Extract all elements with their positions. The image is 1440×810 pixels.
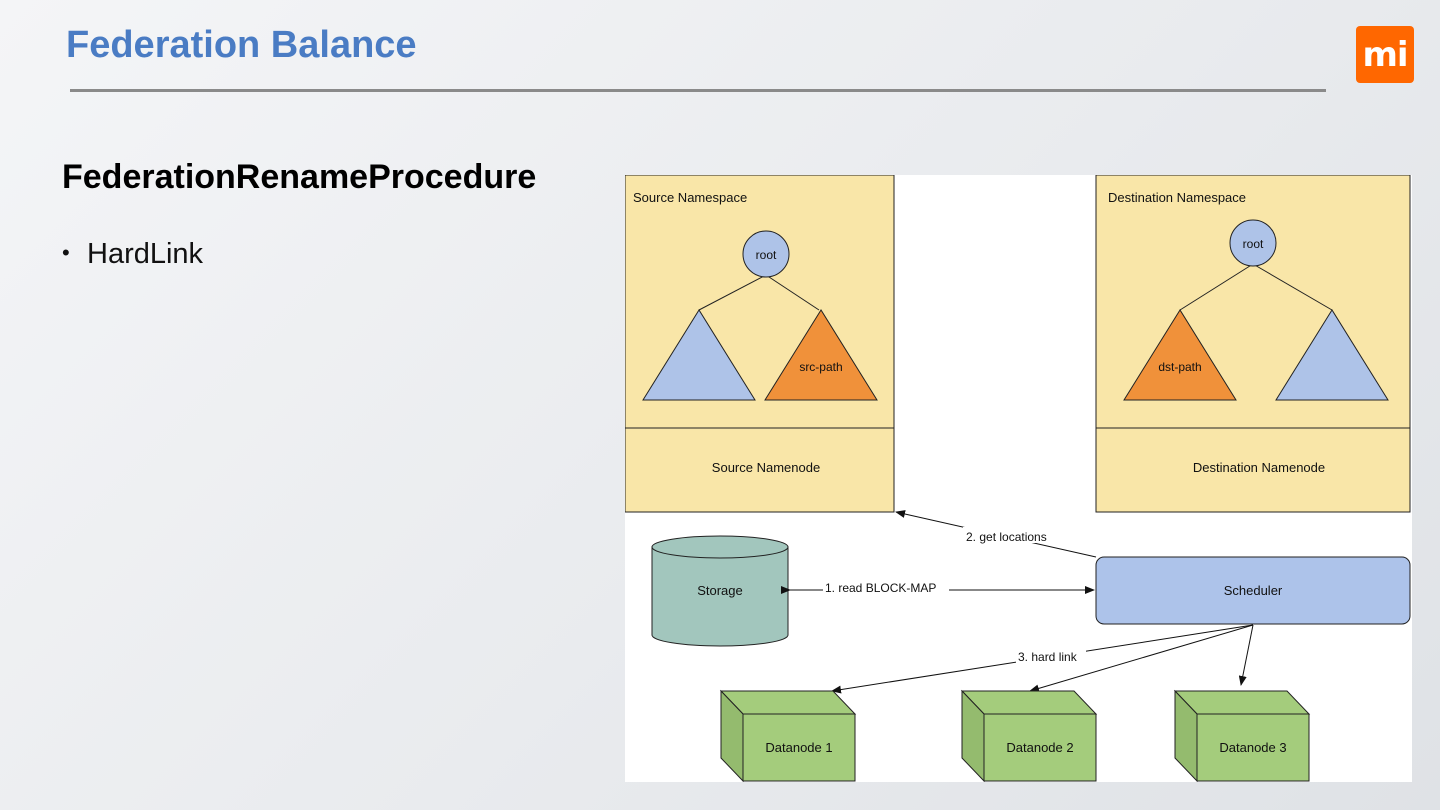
bullet-item: • HardLink [62, 238, 203, 271]
datanode-2: Datanode 2 [960, 689, 1098, 782]
source-root-node [742, 230, 790, 278]
edge-hard-link-label: 3. hard link [1018, 650, 1078, 664]
destination-root-node [1229, 219, 1277, 267]
storage-cylinder: Storage [651, 535, 789, 647]
dst-path-subtree [1123, 309, 1237, 401]
datanode-3-label: Datanode 3 [1219, 740, 1286, 755]
destination-namespace-label: Destination Namespace [1108, 190, 1246, 205]
dst-path-label: dst-path [1158, 360, 1201, 374]
bullet-dot-icon: • [62, 240, 70, 265]
scheduler-label: Scheduler [1224, 583, 1283, 598]
storage-label: Storage [697, 583, 743, 598]
source-namenode-label: Source Namenode [712, 460, 820, 475]
source-subtree [642, 309, 756, 401]
destination-namenode-label: Destination Namenode [1193, 460, 1325, 475]
destination-subtree [1275, 309, 1389, 401]
src-path-subtree [764, 309, 878, 401]
src-path-label: src-path [799, 360, 842, 374]
title-divider [70, 89, 1326, 92]
source-namespace-box: Source Namespace root src-path Source Na… [625, 175, 895, 513]
bullet-text: HardLink [87, 238, 204, 270]
scheduler-box: Scheduler [1095, 556, 1411, 625]
datanode-2-label: Datanode 2 [1006, 740, 1073, 755]
source-namespace-label: Source Namespace [633, 190, 747, 205]
datanode-1-label: Datanode 1 [765, 740, 832, 755]
datanode-3: Datanode 3 [1173, 689, 1311, 782]
slide-subtitle: FederationRenameProcedure [62, 158, 537, 196]
edge-read-block-map-label: 1. read BLOCK-MAP [825, 581, 936, 595]
logo-text: mi [1362, 34, 1408, 75]
mi-logo: mi [1356, 26, 1414, 83]
slide-title: Federation Balance [66, 24, 417, 66]
destination-namespace-box: Destination Namespace root dst-path Dest… [1095, 175, 1411, 513]
destination-root-label: root [1243, 237, 1264, 251]
edge-hard-link-3 [1238, 624, 1254, 686]
datanode-1: Datanode 1 [719, 689, 857, 782]
edge-hard-link-2 [1029, 624, 1254, 693]
architecture-diagram: Source Namespace root src-path Source Na… [625, 175, 1412, 782]
edge-get-locations-label: 2. get locations [966, 530, 1047, 544]
source-root-label: root [756, 248, 777, 262]
